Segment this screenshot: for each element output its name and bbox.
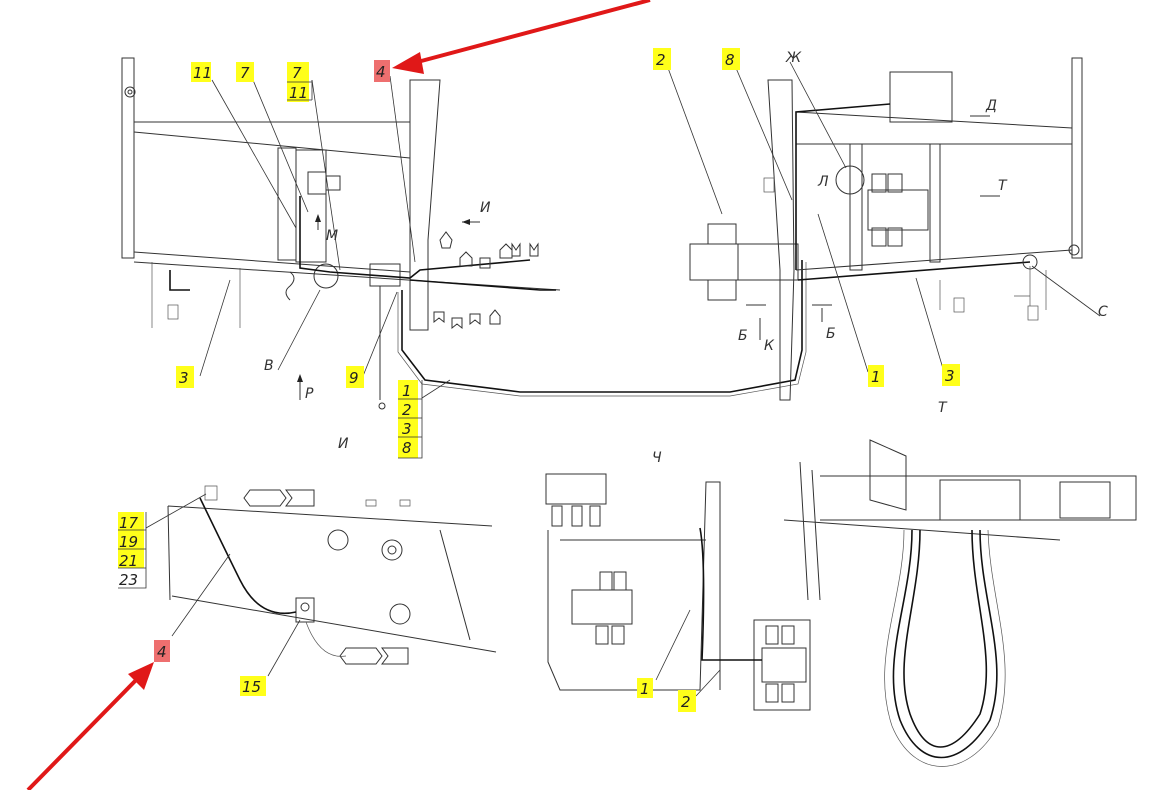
callout-3: 3 (402, 420, 412, 438)
callout-7: 7 (240, 64, 250, 82)
callout-2: 2 (681, 693, 691, 711)
view-letter-r: Р (305, 386, 314, 402)
callout-2: 2 (402, 401, 412, 419)
view-letter-l: Л (817, 174, 829, 190)
view-top-right-frame (689, 57, 1083, 401)
view-letter-t: Т (998, 178, 1008, 194)
callout-7: 7 (292, 64, 302, 82)
view-label-i: И (338, 436, 349, 452)
view-letter-zh: Ж (785, 50, 802, 66)
callout-group-bottom-left: 17 19 21 23 4 15 (118, 512, 266, 696)
view-letter-s: С (1098, 304, 1108, 320)
view-bottom-right-hoses (783, 439, 1137, 767)
callout-11: 11 (289, 84, 308, 102)
callout-23: 23 (119, 571, 138, 589)
callout-3: 3 (179, 369, 189, 387)
callout-8: 8 (402, 439, 412, 457)
view-letters-top-left: И М В Р И (264, 200, 491, 452)
view-label-t: Т (938, 400, 948, 416)
callout-3: 3 (945, 367, 955, 385)
view-letter-d: Д (985, 98, 997, 114)
callout-8: 8 (725, 51, 735, 69)
view-letter-i: И (480, 200, 491, 216)
red-arrow-bottom (26, 662, 154, 790)
callout-group-top-right: 2 8 1 3 (653, 48, 960, 387)
view-top-right-leaders (667, 61, 1101, 373)
callout-21: 21 (119, 552, 138, 570)
view-letter-b: Б (826, 326, 836, 342)
callout-19: 19 (119, 533, 138, 551)
view-bottom-left-leaders (145, 493, 301, 677)
callout-2: 2 (656, 51, 666, 69)
view-label-ch: Ч (652, 450, 662, 466)
callout-17: 17 (119, 514, 139, 532)
callout-1: 1 (402, 382, 412, 400)
view-bottom-left (167, 485, 497, 665)
callout-1: 1 (640, 680, 650, 698)
view-letter-k: К (764, 338, 775, 354)
callout-15: 15 (242, 678, 261, 696)
view-top-left-leaders (199, 75, 451, 399)
red-arrow-top (392, 0, 651, 74)
view-letter-v: В (264, 358, 274, 374)
callout-11: 11 (193, 64, 212, 82)
view-letters-top-right: Б К Б Д Ж Л Т С Т (738, 50, 1108, 416)
callout-1: 1 (871, 368, 881, 386)
view-top-left-frame (121, 57, 807, 410)
view-letter-b: Б (738, 328, 748, 344)
view-bottom-middle: Ч 1 2 (545, 450, 811, 712)
callout-4-highlighted: 4 (376, 63, 386, 81)
callout-9: 9 (349, 369, 359, 387)
view-letter-m: М (326, 228, 338, 244)
callout-4-highlighted: 4 (157, 643, 167, 661)
callout-group-top-left: 11 7 7 11 4 3 9 1 2 3 8 (176, 60, 423, 459)
